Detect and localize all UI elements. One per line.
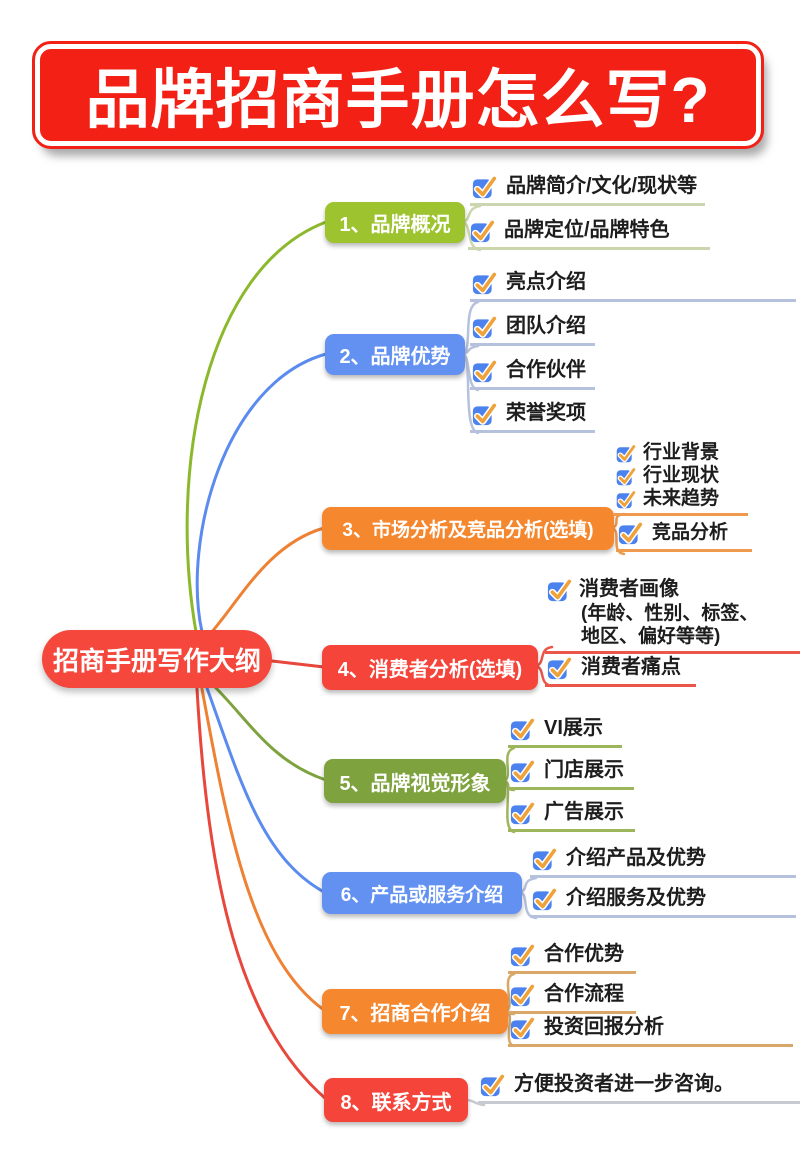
leaf-label: 介绍服务及优势 bbox=[566, 887, 706, 909]
checked-checkbox-icon bbox=[616, 466, 636, 486]
leaf-consumer-profile[interactable]: 消费者画像 (年龄、性别、标签、 地区、偏好等等) bbox=[545, 576, 800, 654]
leaf-label: 消费者画像 bbox=[579, 578, 679, 600]
checked-checkbox-icon bbox=[472, 270, 497, 295]
checked-checkbox-icon bbox=[532, 846, 557, 871]
checked-checkbox-icon bbox=[472, 314, 497, 339]
leaf-industry-group[interactable]: 行业背景 行业现状 未来趋势 bbox=[614, 440, 748, 516]
leaf-label: 介绍产品及优势 bbox=[566, 847, 706, 869]
leaf-consumer-painpoints[interactable]: 消费者痛点 bbox=[545, 653, 696, 687]
branch-6-product-service[interactable]: 6、产品或服务介绍 bbox=[322, 872, 522, 914]
leaf-label: VI展示 bbox=[544, 717, 603, 739]
leaf-label: 竞品分析 bbox=[652, 522, 729, 543]
leaf-brand-intro[interactable]: 品牌简介/文化/现状等 bbox=[470, 172, 706, 206]
leaf-honors[interactable]: 荣誉奖项 bbox=[470, 399, 595, 433]
leaf-product-advantages[interactable]: 介绍产品及优势 bbox=[530, 844, 796, 878]
leaf-label: 合作伙伴 bbox=[506, 359, 586, 381]
leaf-service-advantages[interactable]: 介绍服务及优势 bbox=[530, 884, 796, 918]
branch-3-market-analysis[interactable]: 3、市场分析及竞品分析(选填) bbox=[322, 507, 614, 550]
checked-checkbox-icon bbox=[547, 655, 572, 680]
leaf-label: 未来趋势 bbox=[643, 488, 720, 509]
checked-checkbox-icon bbox=[616, 443, 636, 463]
leaf-label: 合作优势 bbox=[544, 943, 624, 965]
leaf-vi-display[interactable]: VI展示 bbox=[508, 714, 622, 748]
leaf-label: 团队介绍 bbox=[506, 315, 586, 337]
leaf-label: 方便投资者进一步咨询。 bbox=[514, 1073, 734, 1095]
title-banner: 品牌招商手册怎么写? bbox=[32, 41, 764, 149]
leaf-label: 投资回报分析 bbox=[544, 1016, 664, 1038]
leaf-cooperation-advantages[interactable]: 合作优势 bbox=[508, 940, 636, 974]
leaf-label-line2: (年龄、性别、标签、 bbox=[581, 603, 759, 624]
leaf-label: 广告展示 bbox=[544, 801, 624, 823]
checked-checkbox-icon bbox=[472, 174, 497, 199]
leaf-competitor-analysis[interactable]: 竞品分析 bbox=[616, 518, 752, 552]
checked-checkbox-icon bbox=[472, 358, 497, 383]
page-title: 品牌招商手册怎么写? bbox=[85, 64, 711, 136]
central-topic[interactable]: 招商手册写作大纲 bbox=[42, 630, 272, 688]
checked-checkbox-icon bbox=[472, 401, 497, 426]
leaf-label: 门店展示 bbox=[544, 759, 624, 781]
leaf-label: 品牌简介/文化/现状等 bbox=[506, 175, 698, 197]
checked-checkbox-icon bbox=[510, 1015, 535, 1040]
leaf-roi-analysis[interactable]: 投资回报分析 bbox=[508, 1013, 793, 1047]
leaf-brand-positioning[interactable]: 品牌定位/品牌特色 bbox=[468, 216, 710, 250]
branch-2-brand-advantages[interactable]: 2、品牌优势 bbox=[325, 334, 465, 375]
checked-checkbox-icon bbox=[480, 1072, 505, 1097]
leaf-highlights[interactable]: 亮点介绍 bbox=[470, 268, 796, 302]
leaf-label: 行业现状 bbox=[643, 465, 720, 486]
checked-checkbox-icon bbox=[470, 218, 495, 243]
leaf-store-display[interactable]: 门店展示 bbox=[508, 756, 634, 790]
checked-checkbox-icon bbox=[510, 800, 535, 825]
checked-checkbox-icon bbox=[547, 577, 572, 602]
checked-checkbox-icon bbox=[510, 982, 535, 1007]
branch-8-contact[interactable]: 8、联系方式 bbox=[324, 1078, 468, 1122]
leaf-label-line3: 地区、偏好等等) bbox=[581, 626, 721, 647]
leaf-label: 行业背景 bbox=[643, 442, 720, 463]
leaf-label: 合作流程 bbox=[544, 983, 624, 1005]
leaf-label: 荣誉奖项 bbox=[506, 402, 586, 424]
checked-checkbox-icon bbox=[510, 758, 535, 783]
leaf-label: 品牌定位/品牌特色 bbox=[504, 219, 670, 241]
branch-1-brand-overview[interactable]: 1、品牌概况 bbox=[325, 202, 465, 243]
checked-checkbox-icon bbox=[616, 489, 636, 509]
leaf-partners[interactable]: 合作伙伴 bbox=[470, 356, 595, 390]
leaf-cooperation-process[interactable]: 合作流程 bbox=[508, 980, 636, 1014]
checked-checkbox-icon bbox=[532, 886, 557, 911]
checked-checkbox-icon bbox=[510, 942, 535, 967]
leaf-label: 消费者痛点 bbox=[581, 656, 681, 678]
leaf-contact-note[interactable]: 方便投资者进一步咨询。 bbox=[478, 1070, 800, 1104]
branch-4-consumer-analysis[interactable]: 4、消费者分析(选填) bbox=[322, 645, 538, 690]
branch-5-visual-identity[interactable]: 5、品牌视觉形象 bbox=[324, 759, 506, 803]
leaf-label: 亮点介绍 bbox=[506, 271, 586, 293]
checked-checkbox-icon bbox=[618, 520, 643, 545]
checked-checkbox-icon bbox=[510, 716, 535, 741]
branch-7-cooperation-intro[interactable]: 7、招商合作介绍 bbox=[322, 989, 508, 1034]
leaf-team-intro[interactable]: 团队介绍 bbox=[470, 312, 595, 346]
leaf-ad-display[interactable]: 广告展示 bbox=[508, 798, 635, 832]
